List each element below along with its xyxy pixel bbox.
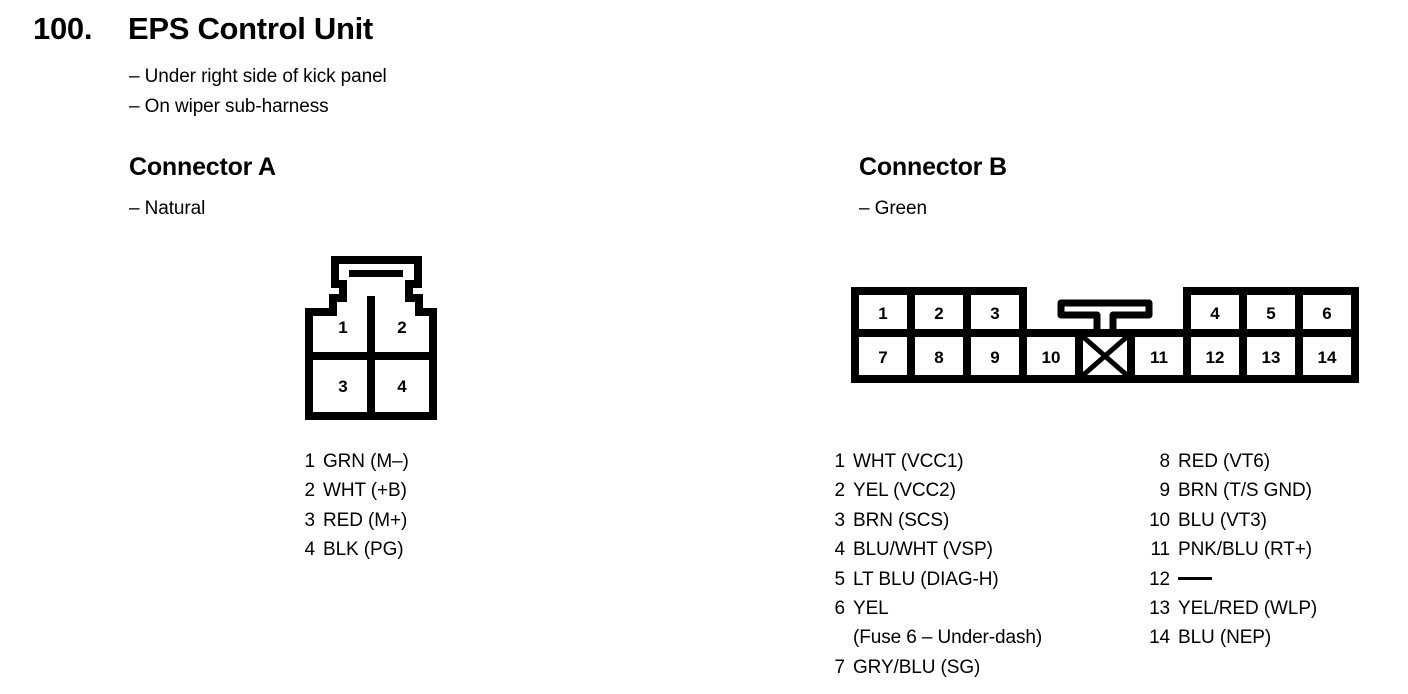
connector-b-cell-4: 4 (1210, 304, 1220, 323)
connector-a-latch-slot (349, 270, 403, 277)
pin-description: YEL (853, 597, 889, 619)
pin-row: 2 WHT (+B) (303, 476, 409, 505)
pin-description: WHT (+B) (323, 480, 407, 502)
connector-b-latch-icon (1057, 299, 1153, 337)
connector-b-cell-13: 13 (1262, 348, 1281, 367)
pin-row: 4 BLK (PG) (303, 535, 409, 564)
pin-number: 4 (834, 539, 846, 561)
pin-row: 1 WHT (VCC1) (833, 447, 1042, 476)
pin-description: BLU (VT3) (1178, 509, 1267, 531)
pin-description: YEL/RED (WLP) (1178, 597, 1318, 619)
pin-number: 6 (834, 597, 846, 619)
pin-number: 8 (1159, 451, 1171, 472)
pin-row: 10 BLU (VT3) (1145, 506, 1317, 535)
connector-b-cell-12: 12 (1206, 348, 1225, 367)
pin-description: GRY/BLU (SG) (853, 656, 981, 678)
page-title-text: EPS Control Unit (128, 11, 373, 46)
connector-a-color-note: – Natural (129, 198, 206, 219)
connector-b-diagram: 1 2 3 4 5 6 7 8 9 10 11 12 13 14 (851, 287, 1359, 383)
pin-number: 12 (1149, 568, 1170, 590)
pin-row: 3 RED (M+) (303, 506, 409, 535)
pin-description-continuation: (Fuse 6 – Under-dash) (853, 627, 1043, 649)
connector-b-cell-2: 2 (934, 304, 943, 323)
pin-description: LT BLU (DIAG-H) (853, 568, 999, 590)
connector-a-diagram: 1 2 3 4 (305, 256, 437, 420)
location-note-2: – On wiper sub-harness (129, 96, 329, 117)
pin-number: 3 (834, 509, 846, 531)
connector-b-cell-7: 7 (878, 348, 887, 367)
location-note-1: – Under right side of kick panel (129, 66, 387, 87)
pin-description: BLK (PG) (323, 539, 404, 561)
pin-description: PNK/BLU (RT+) (1178, 539, 1313, 561)
pin-row: 11 PNK/BLU (RT+) (1145, 535, 1317, 564)
pin-row: 4 BLU/WHT (VSP) (833, 535, 1042, 564)
connector-a-cell-4: 4 (397, 377, 407, 396)
pin-row: 5 LT BLU (DIAG-H) (833, 565, 1042, 594)
pin-description: GRN (M–) (323, 451, 409, 472)
connector-b-cell-14: 14 (1318, 348, 1337, 367)
connector-b-cell-11: 11 (1150, 348, 1168, 367)
pin-description: RED (VT6) (1178, 451, 1270, 472)
connector-b-cell-6: 6 (1322, 304, 1331, 323)
connector-b-cell-1: 1 (878, 304, 887, 323)
pin-number: 3 (304, 509, 316, 531)
connector-a-heading: Connector A (129, 153, 276, 181)
pin-row: 14 BLU (NEP) (1145, 623, 1317, 652)
pin-row: 3 BRN (SCS) (833, 506, 1042, 535)
pin-row: 8 RED (VT6) (1145, 447, 1317, 476)
pin-row: 12 (1145, 565, 1317, 594)
pin-row: 9 BRN (T/S GND) (1145, 476, 1317, 505)
unused-pin-dash-icon (1178, 576, 1212, 580)
pin-description: RED (M+) (323, 509, 408, 531)
pin-number: 10 (1149, 509, 1170, 531)
pin-number: 9 (1159, 480, 1171, 502)
pin-number: 11 (1150, 539, 1170, 561)
pin-number: 5 (834, 568, 846, 590)
connector-b-pin-list-right: 8 RED (VT6) 9 BRN (T/S GND) 10 BLU (VT3) 11… (1145, 447, 1317, 653)
pin-number: 1 (304, 451, 316, 472)
pin-number: 13 (1149, 597, 1170, 619)
page-title-number: 100. (33, 11, 93, 46)
connector-a-pin-list: 1 GRN (M–) 2 WHT (+B) 3 RED (M+) 4 BLK (PG) (303, 447, 409, 565)
connector-b-heading: Connector B (859, 153, 1007, 181)
connector-b-pin-list-left: 1 WHT (VCC1) 2 YEL (VCC2) 3 BRN (SCS) 4 BLU/… (833, 447, 1043, 682)
connector-b-cell-5: 5 (1266, 304, 1275, 323)
pin-number: 4 (304, 539, 316, 561)
pin-description-empty (1178, 565, 1212, 594)
pin-number: 7 (834, 656, 846, 678)
connector-b-cell-3: 3 (990, 304, 999, 323)
pin-description: YEL (VCC2) (853, 480, 956, 502)
connector-a-cell-3: 3 (338, 377, 347, 396)
connector-b-blank-cell-x (1079, 333, 1131, 379)
pin-row: 7 GRY/BLU (SG) (833, 653, 1042, 682)
connector-a-cell-2: 2 (397, 318, 406, 337)
connector-b-cell-9: 9 (990, 348, 999, 367)
connector-b-cell-8: 8 (934, 348, 943, 367)
pin-row: 13 YEL/RED (WLP) (1145, 594, 1317, 623)
pin-description: BRN (SCS) (853, 509, 950, 531)
connector-b-cell-10: 10 (1042, 348, 1061, 367)
pin-number: 2 (304, 480, 316, 502)
connector-b-color-note: – Green (859, 198, 927, 219)
pin-number: 2 (834, 480, 846, 502)
pin-number: 1 (834, 451, 846, 472)
pin-description: BLU/WHT (VSP) (853, 539, 993, 561)
pin-row: 6 YEL (833, 594, 1042, 623)
page-title: 100. EPS Control Unit (33, 11, 373, 47)
pin-row: 1 GRN (M–) (303, 447, 409, 476)
pin-number: 14 (1149, 627, 1170, 649)
pin-description: BRN (T/S GND) (1178, 480, 1312, 502)
pin-description: WHT (VCC1) (853, 451, 964, 472)
connector-a-cell-1: 1 (338, 318, 347, 337)
pin-row: 2 YEL (VCC2) (833, 476, 1042, 505)
pin-description: BLU (NEP) (1178, 627, 1272, 649)
